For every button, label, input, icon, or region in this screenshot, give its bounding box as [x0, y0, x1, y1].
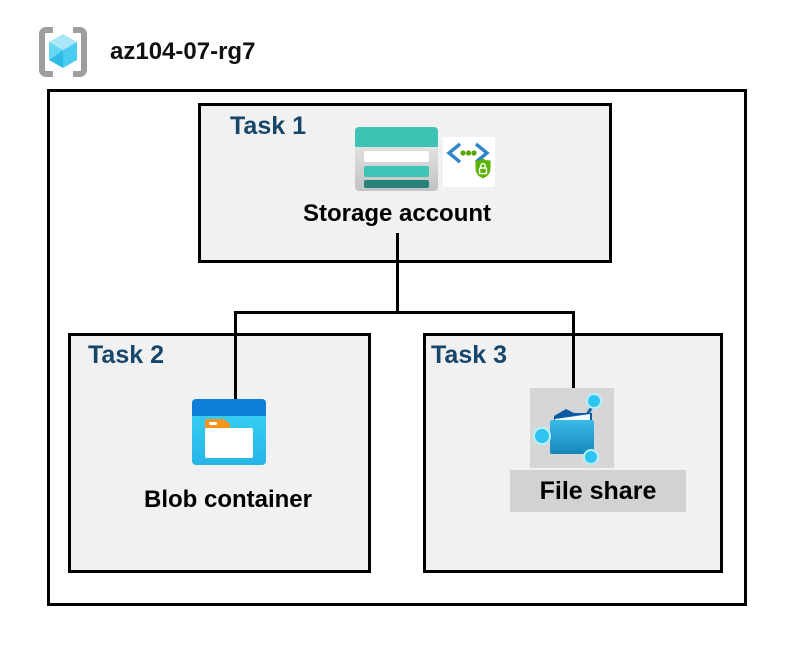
file-share-label: File share — [539, 477, 657, 505]
connector-to-fileshare — [572, 311, 575, 390]
task1-label: Task 1 — [230, 112, 306, 140]
file-share-icon — [530, 388, 614, 468]
task2-label: Task 2 — [88, 341, 164, 369]
blob-container-label: Blob container — [143, 486, 312, 513]
secure-transfer-icon — [443, 137, 495, 187]
connector-to-blob — [234, 311, 237, 400]
task3-label: Task 3 — [431, 341, 507, 369]
storage-account-label: Storage account — [302, 200, 492, 227]
connector-horizontal — [234, 311, 575, 314]
storage-account-icon — [355, 127, 438, 191]
blob-container-icon — [192, 399, 266, 465]
connector-storage-down — [396, 233, 399, 313]
file-share-label-background — [510, 470, 686, 512]
resource-group-name: az104-07-rg7 — [110, 38, 256, 65]
resource-group-icon — [36, 25, 90, 79]
